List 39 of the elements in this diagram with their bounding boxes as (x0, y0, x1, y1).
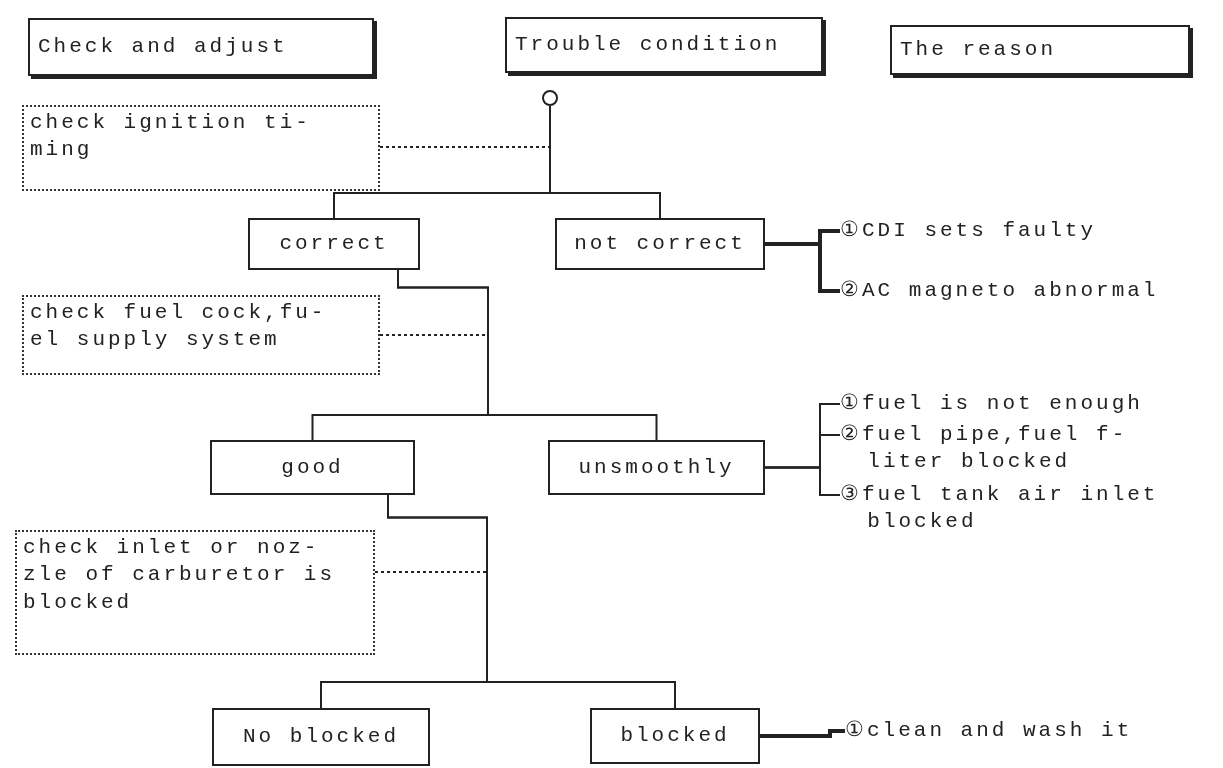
header-box (505, 17, 823, 73)
condition-box (248, 218, 420, 270)
connector-line (764, 466, 841, 496)
box-label: check ignition ti- ming (30, 110, 312, 164)
box-label: not correct (574, 231, 746, 258)
box-label: good (281, 454, 344, 481)
connector-line (765, 242, 840, 293)
box-label: blocked (620, 723, 730, 750)
check-step-box (22, 295, 380, 375)
reason-text: ①clean and wash it (845, 718, 1133, 745)
start-circle (542, 90, 558, 106)
connector-line (397, 269, 658, 441)
connector-line (387, 494, 676, 709)
condition-box (590, 708, 760, 764)
condition-box (548, 440, 765, 495)
condition-box (210, 440, 415, 495)
reason-text: ①fuel is not enough (840, 391, 1143, 418)
header-box (28, 18, 374, 76)
reason-text: ①CDI sets faulty (840, 218, 1097, 245)
box-label: correct (279, 231, 389, 258)
reason-text: ②AC magneto abnormal (840, 278, 1159, 305)
check-step-box (22, 105, 380, 191)
condition-box (212, 708, 430, 766)
check-step-box (15, 530, 375, 655)
box-label: check fuel cock,fu- el supply system (30, 300, 328, 354)
condition-box (555, 218, 765, 270)
box-label: check inlet or noz- zle of carburetor is blocked (23, 535, 337, 616)
box-label: Check and adjust (38, 34, 288, 61)
box-label: unsmoothly (578, 454, 735, 481)
reason-text: ③fuel tank air inlet blocked (840, 481, 1160, 535)
connector-line (760, 729, 845, 738)
header-box (890, 25, 1190, 75)
box-label: No blocked (243, 724, 399, 751)
leader-line (374, 571, 488, 573)
box-label: Trouble condition (515, 32, 781, 59)
leader-line (379, 146, 552, 148)
reason-text: ②fuel pipe,fuel f- liter blocked (840, 421, 1129, 475)
box-label: The reason (900, 37, 1057, 64)
connector-line (549, 105, 661, 219)
